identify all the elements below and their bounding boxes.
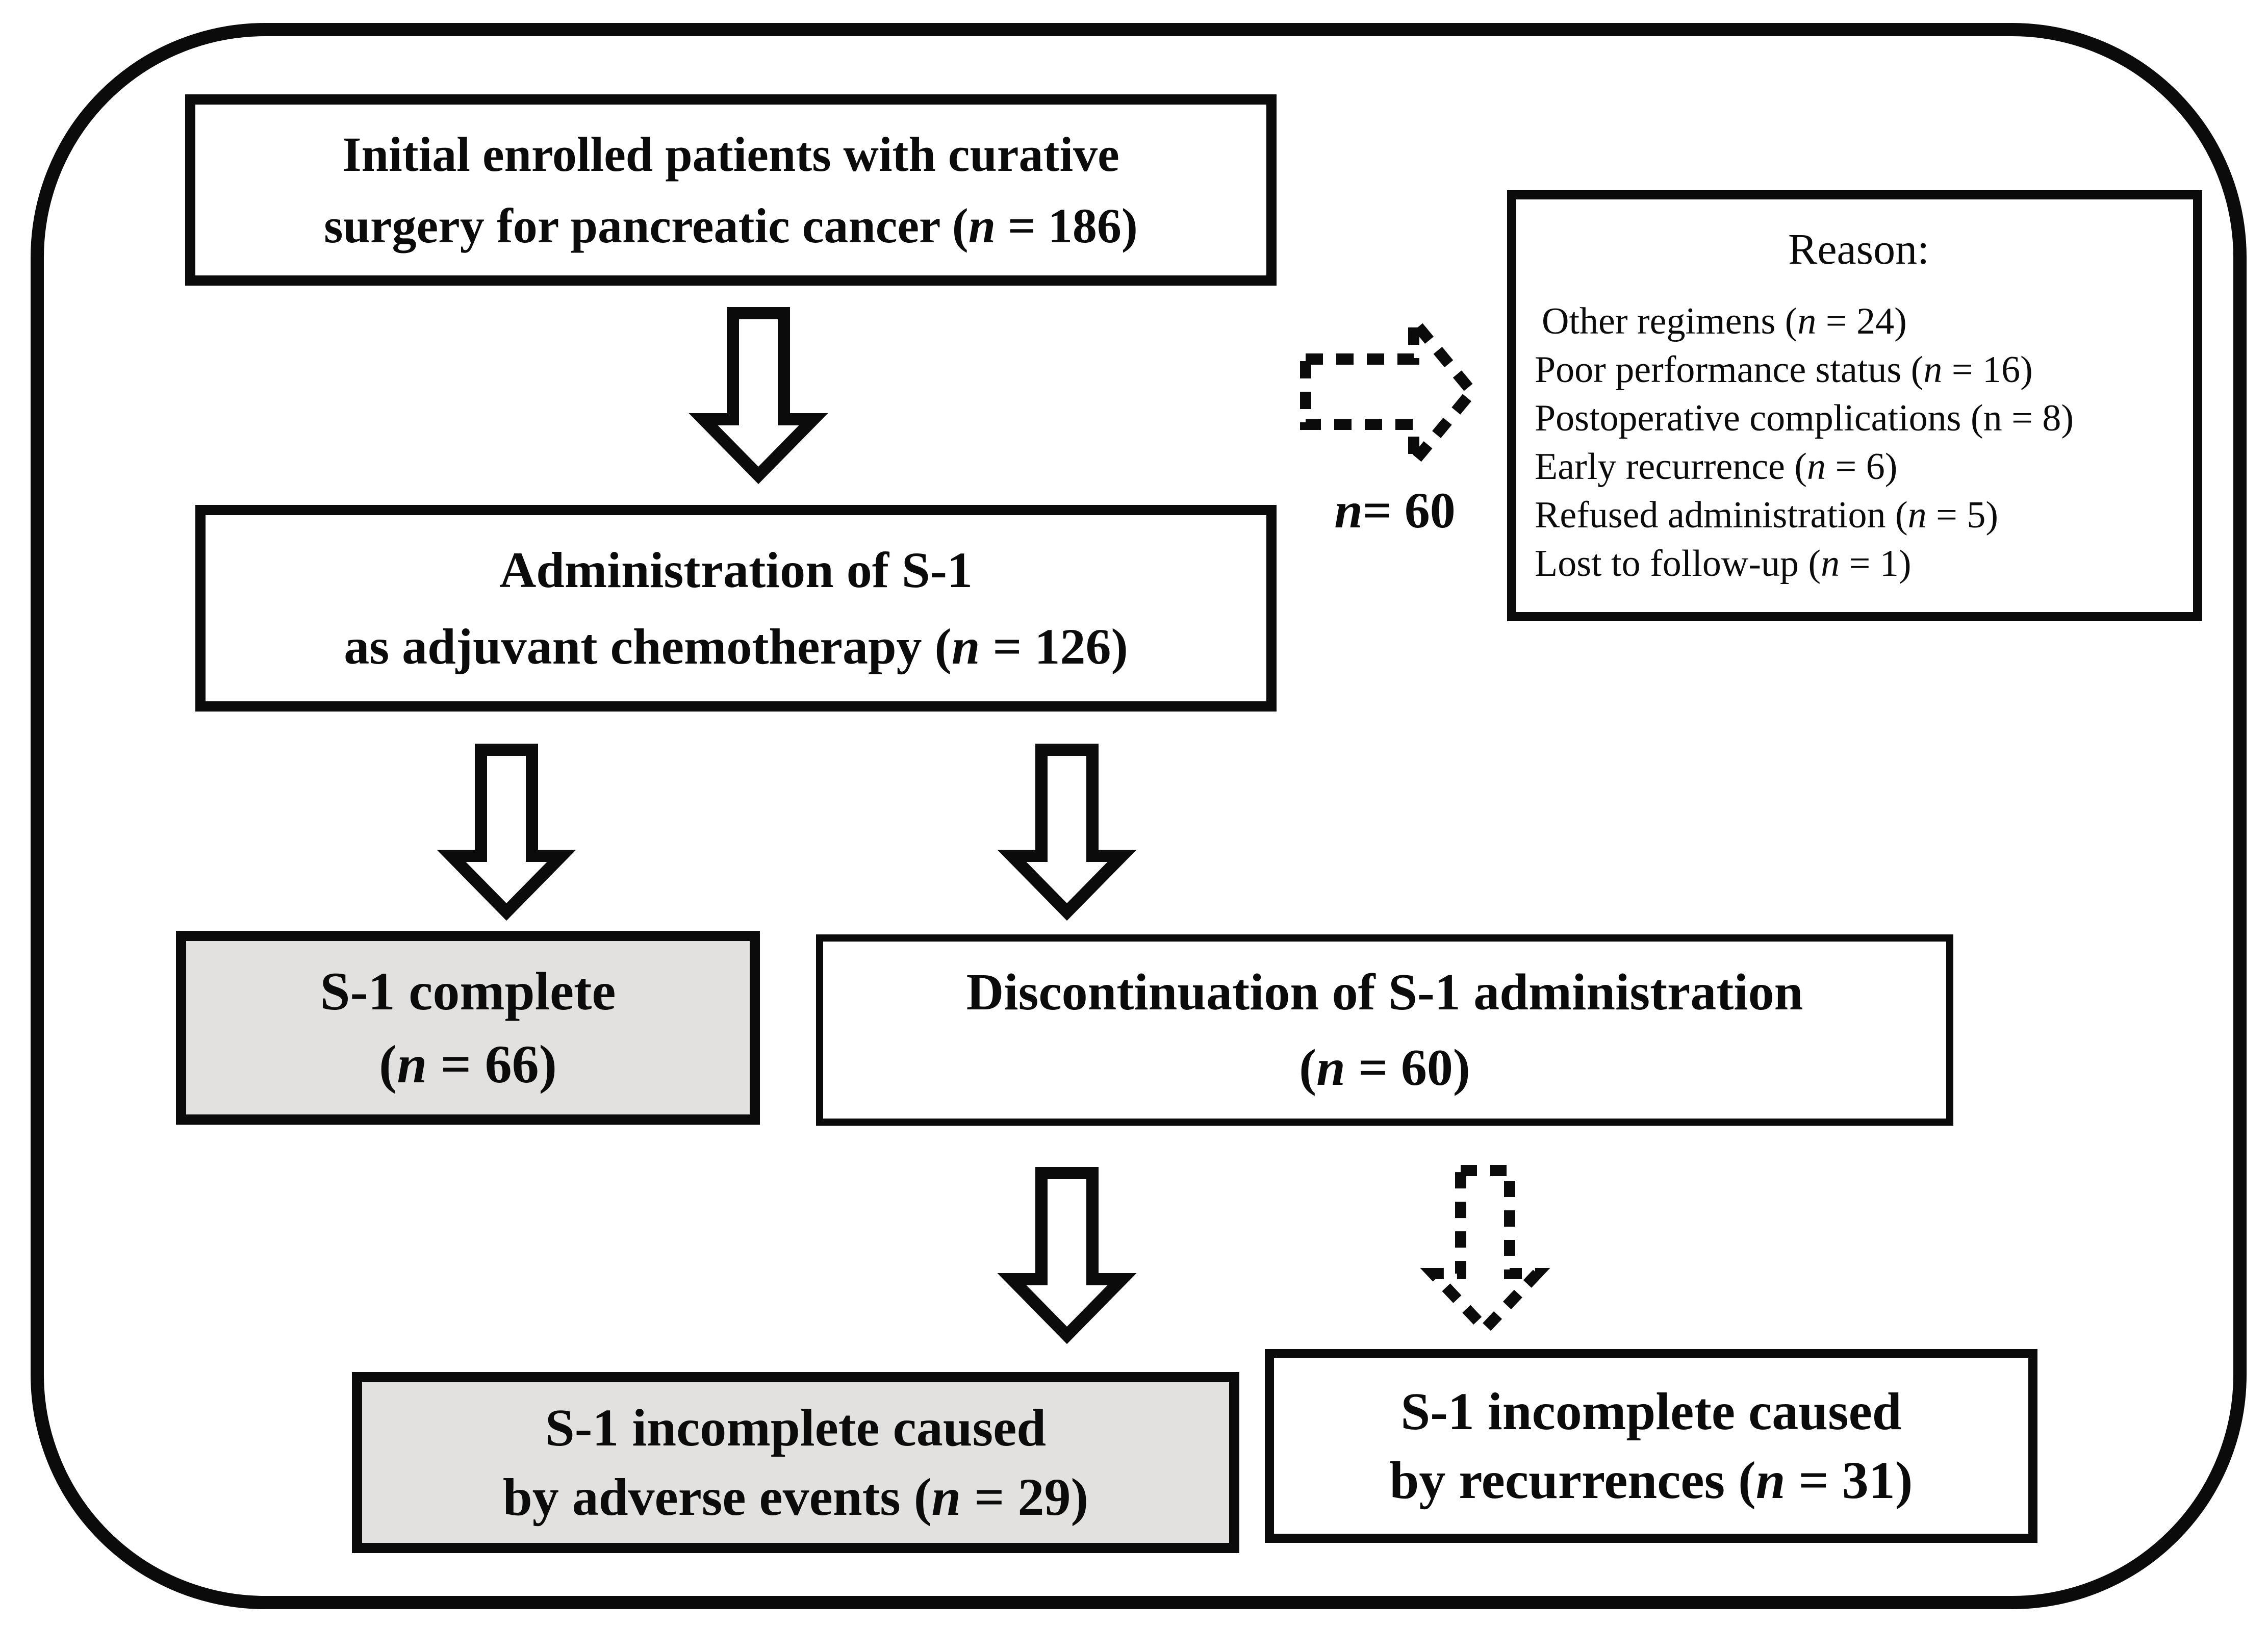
reason-item: Early recurrence (n = 6)	[1535, 446, 1898, 488]
reason-item: Postoperative complications (n = 8)	[1535, 397, 2074, 439]
reason-item: Poor performance status (n = 16)	[1535, 349, 2033, 391]
dashed-down-arrow-shape	[1420, 1165, 1550, 1337]
box-admin-line2: as adjuvant chemotherapy (n = 126)	[344, 618, 1128, 675]
reason-item: Other regimens (n = 24)	[1542, 300, 1907, 342]
down-arrow-shape	[689, 307, 828, 485]
box-discont-line1: Discontinuation of S-1 administration	[966, 963, 1803, 1021]
dashed-down-arrow-to-recurrences-icon	[1420, 1165, 1550, 1337]
reason-item: Lost to follow-up (n = 1)	[1535, 543, 1912, 585]
box-discontinuation: Discontinuation of S-1 administration (n…	[816, 934, 1953, 1126]
down-arrow-shape	[437, 744, 576, 921]
box-s1-complete: S-1 complete (n = 66)	[176, 931, 760, 1125]
box-admin-line1: Administration of S-1	[499, 541, 973, 598]
box-s1-administration: Administration of S-1 as adjuvant chemot…	[195, 505, 1277, 712]
box-exclusion-reasons: Reason: Other regimens (n = 24) Poor per…	[1507, 190, 2202, 621]
reason-item: Refused administration (n = 5)	[1535, 494, 1999, 536]
box-initial-line2: surgery for pancreatic cancer (n = 186)	[324, 198, 1138, 253]
box-discont-line2: (n = 60)	[1299, 1038, 1470, 1097]
down-arrow-discontinuation-to-adverse-icon	[997, 1167, 1137, 1344]
down-arrow-initial-to-admin-icon	[689, 307, 828, 485]
reason-title: Reason:	[1788, 224, 1930, 273]
box-adverse-line1: S-1 incomplete caused	[545, 1399, 1047, 1458]
box-incomplete-recurrences: S-1 incomplete caused by recurrences (n …	[1265, 1349, 2037, 1543]
box-recur-line1: S-1 incomplete caused	[1400, 1382, 1902, 1441]
box-incomplete-adverse-events: S-1 incomplete caused by adverse events …	[352, 1372, 1239, 1553]
box-recur-line2: by recurrences (n = 31)	[1389, 1451, 1913, 1510]
figure-border-frame	[31, 23, 2247, 1609]
down-arrow-admin-to-discontinuation-icon	[997, 744, 1137, 921]
excluded-count-label: n = 60	[1334, 481, 1456, 539]
box-complete-line2: (n = 66)	[379, 1034, 557, 1094]
dashed-right-arrow-shape	[1300, 306, 1480, 478]
down-arrow-shape	[997, 1167, 1137, 1344]
dashed-right-arrow-excluded-icon	[1300, 306, 1480, 478]
box-initial-line1: Initial enrolled patients with curative	[342, 127, 1119, 182]
box-complete-line1: S-1 complete	[320, 961, 616, 1021]
box-initial-enrolled: Initial enrolled patients with curative …	[185, 94, 1277, 286]
down-arrow-admin-to-complete-icon	[437, 744, 576, 921]
down-arrow-shape	[997, 744, 1137, 921]
box-adverse-line2: by adverse events (n = 29)	[502, 1467, 1089, 1527]
